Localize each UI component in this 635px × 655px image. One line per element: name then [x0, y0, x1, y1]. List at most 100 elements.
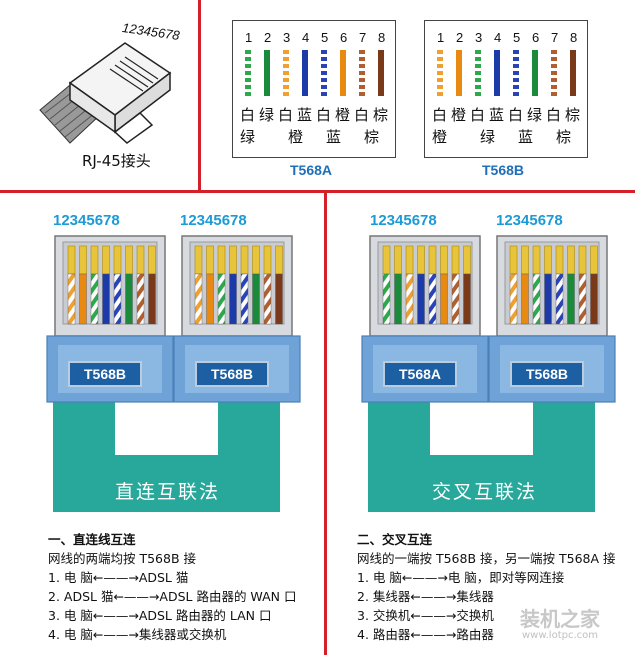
gold-pin	[509, 245, 518, 275]
gold-pin	[532, 245, 541, 275]
gold-pin	[136, 245, 145, 275]
plug-wire	[590, 273, 598, 325]
wire-color-bottom: 棕	[364, 128, 380, 146]
wire-number: 5	[321, 30, 329, 45]
cross-item: 4. 路由器←——→路由器	[357, 627, 494, 642]
cross-rule: 网线的一端按 T568B 接，另一端按 T568A 接	[357, 551, 616, 566]
plug-wire	[67, 273, 76, 325]
plug-wire	[79, 273, 87, 325]
standard-box	[424, 20, 588, 158]
divider-top-vertical	[198, 0, 201, 190]
gold-pin	[206, 245, 214, 275]
gold-pin	[125, 245, 133, 275]
cross-item: 2. 集线器←——→集线器	[357, 589, 494, 604]
wire-number: 2	[456, 30, 464, 45]
straight-item: 2. ADSL 猫←——→ADSL 路由器的 WAN 口	[48, 589, 297, 604]
wire-number: 1	[245, 30, 253, 45]
straight-pins-right: 12345678	[180, 212, 247, 229]
cross-item: 1. 电 脑←——→电 脑，即对等网连接	[357, 570, 565, 585]
rj45-illustration: 12345678 RJ-45接头	[0, 0, 198, 190]
watermark-site: 装机之家	[520, 607, 600, 631]
solid-wire	[494, 50, 500, 96]
gold-pin	[578, 245, 587, 275]
gold-pin	[90, 245, 99, 275]
plug-wire	[382, 273, 391, 325]
gold-pin	[194, 245, 203, 275]
cross-plug-left-label: T568A	[383, 361, 457, 387]
straight-pins-left: 12345678	[53, 212, 120, 229]
solid-wire	[340, 50, 346, 96]
wire-color-top: 白	[354, 106, 370, 124]
wire-number: 4	[302, 30, 310, 45]
plug-wire	[394, 273, 402, 325]
striped-wire	[245, 50, 251, 96]
gold-pin	[428, 245, 437, 275]
gold-pin	[405, 245, 414, 275]
wire-color-top: 橙	[451, 106, 467, 124]
wire-number: 7	[551, 30, 559, 45]
plug-wire	[194, 273, 203, 325]
gold-pin	[67, 245, 76, 275]
gold-pin	[240, 245, 249, 275]
striped-wire	[437, 50, 443, 96]
plug-wire	[532, 273, 541, 325]
striped-wire	[513, 50, 519, 96]
striped-wire	[359, 50, 365, 96]
gold-pin	[463, 245, 471, 275]
gold-pin	[275, 245, 283, 275]
plug-wire	[417, 273, 425, 325]
striped-wire	[551, 50, 557, 96]
gold-pin	[440, 245, 448, 275]
plug-wire	[440, 273, 448, 325]
wire-color-top: 蓝	[489, 106, 505, 124]
cross-heading: 二、交叉互连	[357, 532, 433, 547]
straight-item: 3. 电 脑←——→ADSL 路由器的 LAN 口	[48, 608, 272, 623]
rj45-plug-icon	[39, 42, 172, 144]
gold-pin	[252, 245, 260, 275]
solid-wire	[570, 50, 576, 96]
plug-wire	[428, 273, 437, 325]
wire-color-bottom: 棕	[556, 128, 572, 146]
wire-number: 6	[340, 30, 348, 45]
wire-number: 8	[570, 30, 578, 45]
plug-wire	[405, 273, 414, 325]
plug-wire	[275, 273, 283, 325]
gold-pin	[217, 245, 226, 275]
plug-wire	[521, 273, 529, 325]
plug-wire	[463, 273, 471, 325]
solid-wire	[456, 50, 462, 96]
straight-item: 4. 电 脑←——→集线器或交换机	[48, 627, 227, 642]
solid-wire	[378, 50, 384, 96]
wire-color-top: 白	[432, 106, 448, 124]
straight-plug-right-label: T568B	[195, 361, 269, 387]
plug-wire	[544, 273, 552, 325]
wire-color-bottom: 蓝	[326, 128, 342, 146]
wire-color-top: 橙	[335, 106, 351, 124]
wire-color-bottom: 绿	[240, 128, 256, 146]
wire-color-top: 绿	[527, 106, 543, 124]
solid-wire	[264, 50, 270, 96]
gold-pin	[113, 245, 122, 275]
gold-pin	[521, 245, 529, 275]
wire-color-top: 绿	[259, 106, 275, 124]
watermark-url: www.lotpc.com	[522, 630, 598, 641]
plug-wire	[555, 273, 564, 325]
gold-pin	[417, 245, 425, 275]
straight-cable-label: 直连互联法	[115, 481, 221, 503]
wire-color-bottom: 蓝	[518, 128, 534, 146]
straight-notes: 一、直连线互连 网线的两端均按 T568B 接 1. 电 脑←——→ADSL 猫…	[48, 530, 323, 644]
wire-color-top: 白	[508, 106, 524, 124]
gold-pin	[394, 245, 402, 275]
plug-wire	[509, 273, 518, 325]
plug-wire	[113, 273, 122, 325]
wire-number: 1	[437, 30, 445, 45]
wire-number: 3	[283, 30, 291, 45]
wire-color-top: 白	[278, 106, 294, 124]
striped-wire	[283, 50, 289, 96]
plug-wire	[252, 273, 260, 325]
wire-color-top: 蓝	[297, 106, 313, 124]
wire-color-top: 棕	[373, 106, 389, 124]
wire-number: 6	[532, 30, 540, 45]
wire-number: 4	[494, 30, 502, 45]
plug-wire	[125, 273, 133, 325]
